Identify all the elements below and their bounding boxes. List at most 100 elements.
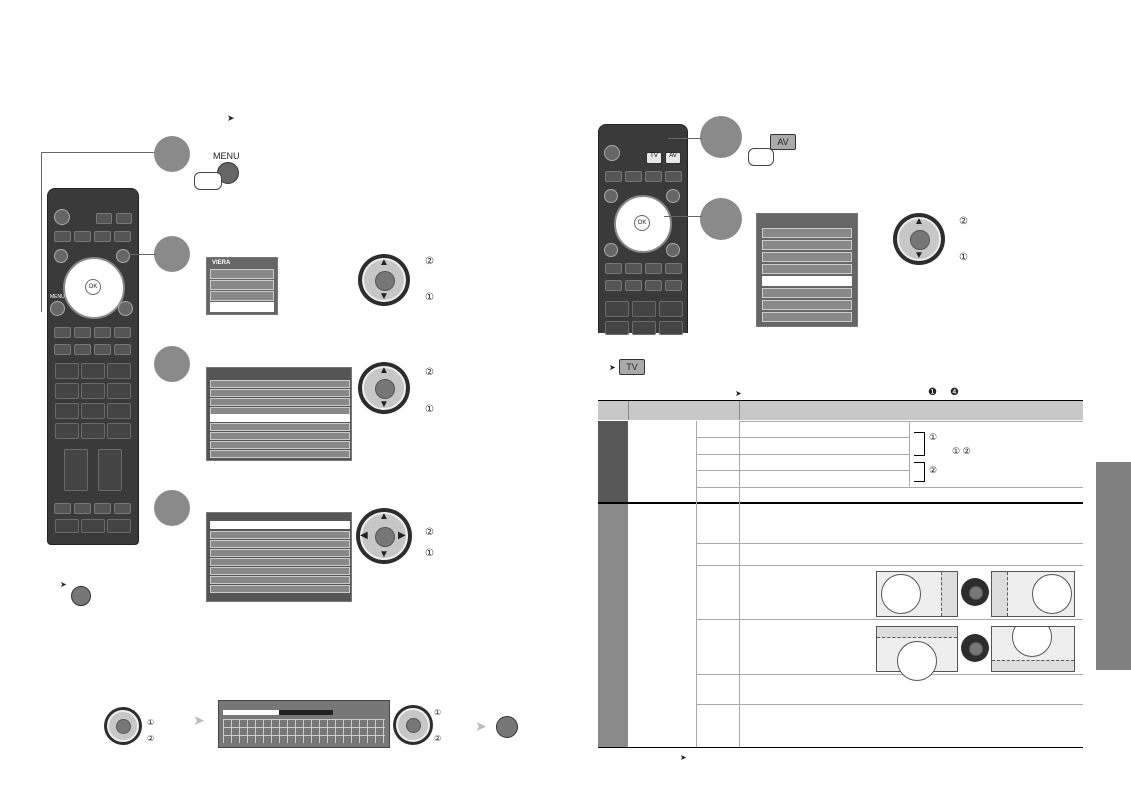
menu-row[interactable] <box>210 585 350 593</box>
number-key[interactable] <box>55 423 79 439</box>
ok-button-icon[interactable] <box>375 271 395 291</box>
menu-row[interactable] <box>210 280 274 290</box>
menu-row[interactable] <box>210 531 350 539</box>
menu-row[interactable] <box>210 432 350 440</box>
menu-row[interactable] <box>210 269 274 279</box>
remote-btn[interactable] <box>666 243 680 257</box>
remote-btn[interactable] <box>54 327 71 338</box>
remote-btn[interactable] <box>645 263 662 274</box>
channel-rocker[interactable] <box>98 449 122 491</box>
dpad-icon[interactable]: ▲ ▼ ◀ ▶ <box>356 508 412 564</box>
av-button[interactable]: AV <box>665 152 681 164</box>
remote-btn[interactable] <box>114 231 131 242</box>
remote-btn[interactable] <box>54 249 68 263</box>
menu-row[interactable] <box>762 252 852 262</box>
remote-btn[interactable] <box>605 171 622 182</box>
dpad-icon[interactable]: ▲ ▼ <box>893 213 945 265</box>
number-key[interactable] <box>632 301 656 317</box>
remote-btn[interactable] <box>94 327 111 338</box>
remote-btn[interactable] <box>114 503 131 514</box>
remote-btn[interactable] <box>54 344 71 355</box>
menu-remote-button[interactable] <box>50 301 65 316</box>
remote-btn[interactable] <box>114 327 131 338</box>
menu-row-selected[interactable] <box>210 521 350 529</box>
power-button[interactable] <box>54 209 70 225</box>
menu-row[interactable] <box>210 558 350 566</box>
remote-btn[interactable] <box>107 519 131 533</box>
menu-row[interactable] <box>210 576 350 584</box>
number-key[interactable] <box>632 321 656 335</box>
menu-row[interactable] <box>210 450 350 458</box>
remote-btn[interactable] <box>666 189 680 203</box>
number-key[interactable] <box>107 383 131 399</box>
number-key[interactable] <box>55 403 79 419</box>
remote-btn[interactable] <box>625 280 642 291</box>
ok-button-icon[interactable]: OK <box>634 215 650 231</box>
remote-btn[interactable] <box>94 231 111 242</box>
menu-row[interactable] <box>210 389 350 397</box>
remote-btn[interactable] <box>114 344 131 355</box>
menu-row[interactable] <box>762 288 852 298</box>
dpad-icon[interactable] <box>393 705 433 745</box>
exit-button-icon[interactable] <box>71 586 91 606</box>
ok-button-icon[interactable] <box>375 379 395 399</box>
menu-row[interactable] <box>762 300 852 310</box>
menu-row[interactable] <box>210 549 350 557</box>
remote-btn[interactable] <box>54 503 71 514</box>
number-key[interactable] <box>107 403 131 419</box>
remote-btn[interactable] <box>94 503 111 514</box>
tv-button[interactable]: TV <box>646 152 662 164</box>
remote-btn[interactable] <box>54 231 71 242</box>
remote-btn[interactable] <box>116 213 132 224</box>
menu-row[interactable] <box>210 540 350 548</box>
av-button-icon[interactable]: AV <box>770 134 796 150</box>
remote-btn[interactable] <box>74 503 91 514</box>
menu-row-selected[interactable] <box>210 302 274 312</box>
menu-row[interactable] <box>762 240 852 250</box>
number-key[interactable] <box>659 321 683 335</box>
remote-btn[interactable] <box>665 280 682 291</box>
ok-button-icon[interactable] <box>116 719 131 734</box>
remote-btn[interactable] <box>116 249 130 263</box>
remote-btn[interactable] <box>74 327 91 338</box>
character-grid[interactable] <box>223 719 385 743</box>
menu-row[interactable] <box>210 423 350 431</box>
dpad-icon[interactable]: ▲ ▼ <box>358 254 410 306</box>
remote-btn[interactable] <box>665 171 682 182</box>
dpad-icon[interactable] <box>104 707 142 745</box>
ok-button-icon[interactable] <box>406 718 421 733</box>
menu-row[interactable] <box>210 380 350 388</box>
ok-button-icon[interactable] <box>375 527 395 547</box>
remote-btn[interactable] <box>118 301 133 316</box>
power-button[interactable] <box>604 145 620 161</box>
menu-row-selected[interactable] <box>210 414 350 422</box>
volume-rocker[interactable] <box>64 449 88 491</box>
number-key[interactable] <box>81 383 105 399</box>
menu-row[interactable] <box>210 398 350 406</box>
remote-btn[interactable] <box>605 280 622 291</box>
number-key[interactable] <box>55 383 79 399</box>
remote-btn[interactable] <box>645 280 662 291</box>
menu-row[interactable] <box>210 441 350 449</box>
menu-row[interactable] <box>762 228 852 238</box>
menu-row[interactable] <box>762 264 852 274</box>
number-key[interactable] <box>81 363 105 379</box>
remote-btn[interactable] <box>74 231 91 242</box>
dpad-icon[interactable]: ▲ ▼ <box>358 362 410 414</box>
ok-button-icon[interactable]: OK <box>85 279 101 295</box>
number-key[interactable] <box>81 423 105 439</box>
remote-btn[interactable] <box>605 263 622 274</box>
menu-row[interactable] <box>762 312 852 322</box>
menu-row[interactable] <box>210 567 350 575</box>
number-key[interactable] <box>81 403 105 419</box>
remote-btn[interactable] <box>55 519 79 533</box>
remote-btn[interactable] <box>625 171 642 182</box>
name-field[interactable] <box>223 710 279 715</box>
ok-button-icon[interactable] <box>910 230 930 250</box>
remote-btn[interactable] <box>604 189 618 203</box>
number-key[interactable] <box>55 363 79 379</box>
remote-btn[interactable] <box>94 344 111 355</box>
number-key[interactable] <box>659 301 683 317</box>
remote-btn[interactable] <box>74 344 91 355</box>
menu-row[interactable] <box>210 291 274 301</box>
